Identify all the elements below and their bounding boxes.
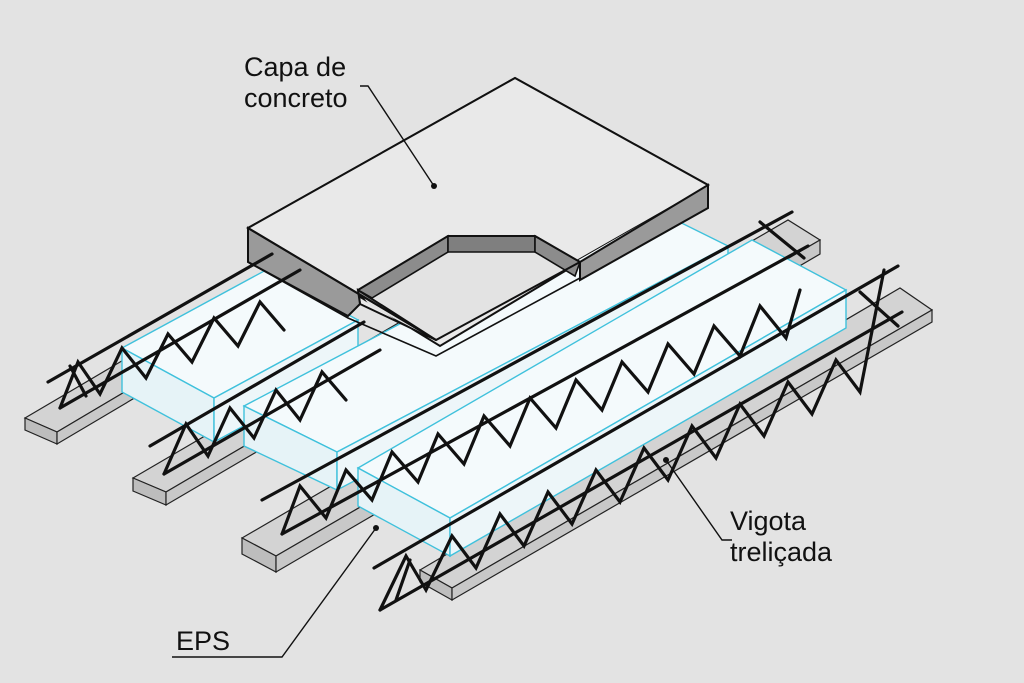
truss-2 [148,320,382,476]
leader-dot [663,457,669,463]
label-capa-de-concreto: Capa de concreto [244,52,348,114]
leader-line-eps [172,527,377,658]
leader-dot [373,525,379,531]
truss-1 [46,252,302,410]
eps-block-3 [356,239,848,558]
truss-4 [372,264,904,612]
label-capa-line1: Capa de [244,52,347,82]
truss-3 [260,210,810,536]
label-capa-line2: concreto [244,83,348,113]
leader-line-capa [360,85,435,187]
label-vigota-line2: treliçada [730,537,833,567]
label-vigota-trelicada: Vigota treliçada [730,506,832,568]
leader-line-vigota [665,459,732,541]
label-vigota-line1: Vigota [730,506,807,536]
concrete-slab [246,76,711,357]
label-eps: EPS [176,626,231,656]
